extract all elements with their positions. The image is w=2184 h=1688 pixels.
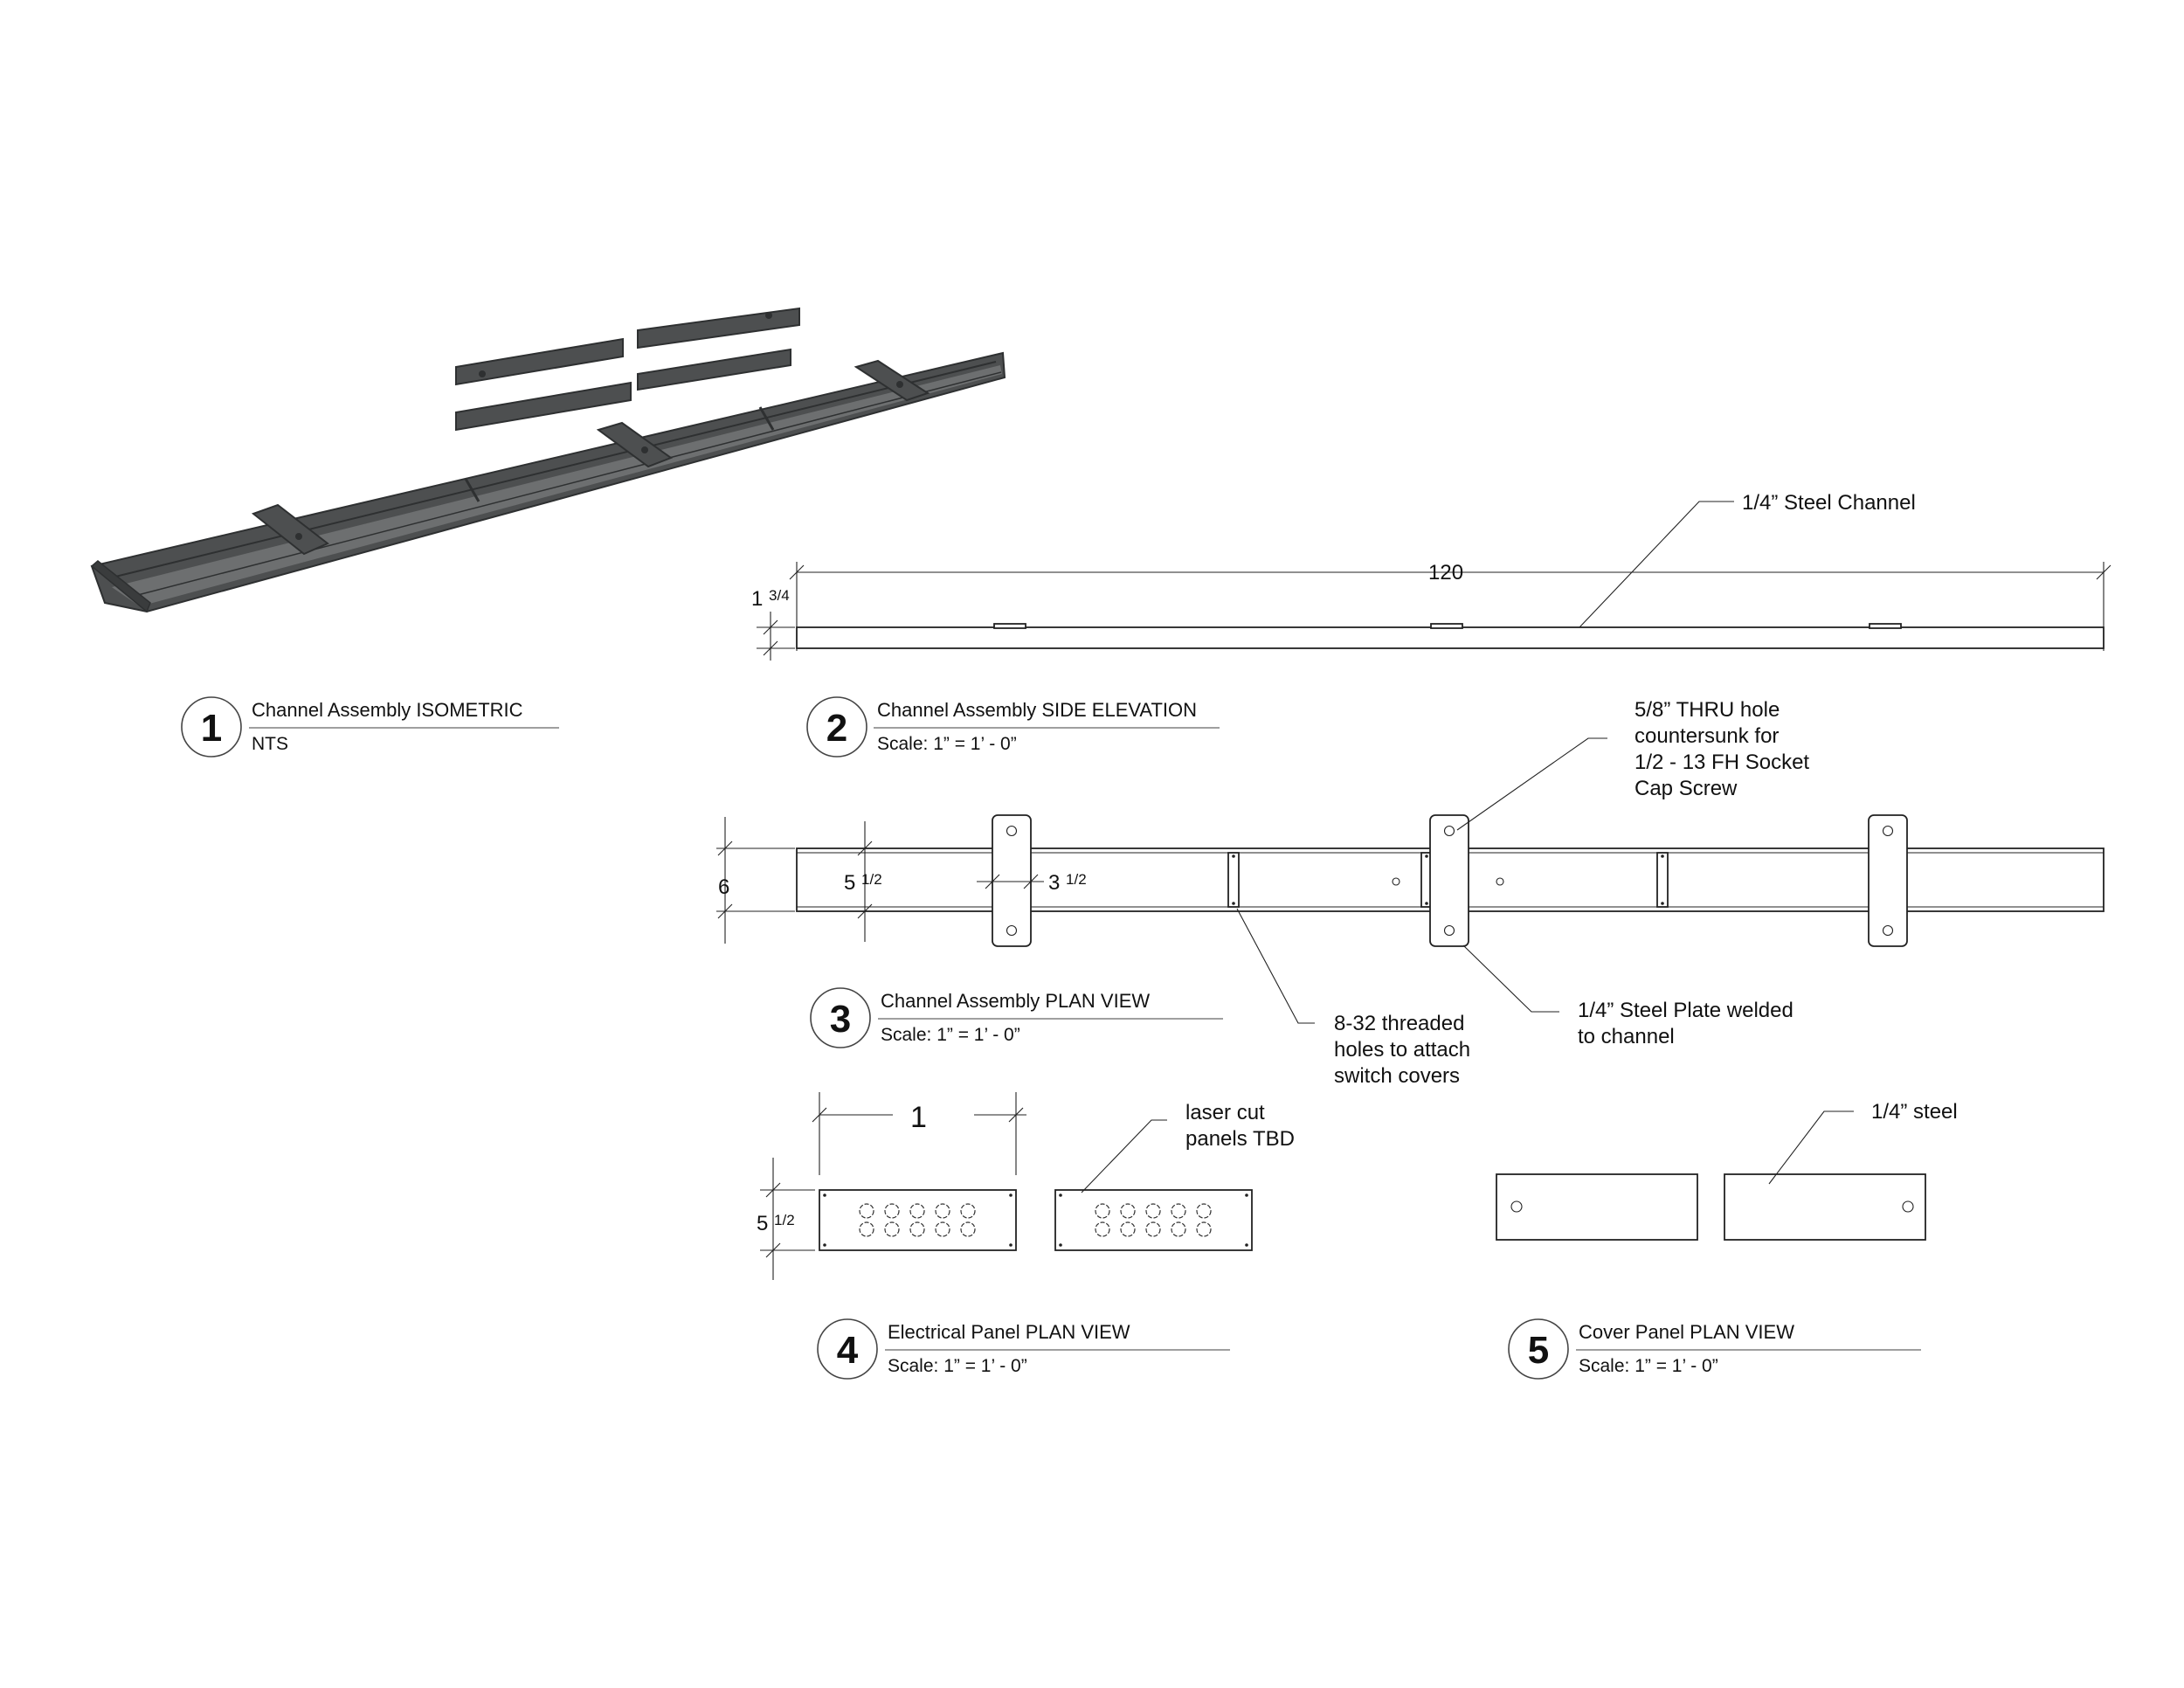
view-title-text-5: Cover Panel PLAN VIEW [1579,1321,1794,1343]
dim-height: 1 3/4 [751,587,790,611]
dim-length: 120 [1428,561,1463,585]
iso-channel-floor [112,365,1002,606]
side-elevation-rail [796,626,2105,649]
cover-panel-1 [1496,1173,1698,1241]
iso-plate-1 [251,503,329,556]
screw-dot [1059,1193,1062,1197]
note-laser-cut-2: panels TBD [1185,1127,1295,1151]
view-title-text-4: Electrical Panel PLAN VIEW [888,1321,1130,1343]
outlet-cutout [884,1203,900,1219]
outlet-cutout [1120,1221,1136,1237]
electrical-panel-1 [819,1189,1017,1251]
iso-panel-bottom-left [455,381,632,432]
screw-dot [1245,1193,1248,1197]
plan-view [716,737,2105,1024]
note-thru-hole-4: Cap Screw [1635,777,1738,800]
note-steel-plate-2: to channel [1578,1025,1675,1048]
view-scale-3: Scale: 1” = 1’ - 0” [881,1025,1020,1045]
outlet-cutout [884,1221,900,1237]
outlet-cutouts-1 [823,1193,1013,1247]
view-number-2: 2 [826,707,847,750]
view-scale-5: Scale: 1” = 1’ - 0” [1579,1356,1718,1376]
iso-plate-3 [854,359,930,402]
note-thru-hole-3: 1/2 - 13 FH Socket [1635,751,1809,774]
screw-dot [1009,1193,1013,1197]
view-number-1: 1 [201,707,222,750]
iso-plate-2 [596,421,674,468]
note-threaded-holes-2: holes to attach [1334,1038,1470,1062]
dim-panel-length: 1 [910,1101,927,1134]
note-thru-hole-1: 5/8” THRU hole [1635,698,1780,722]
electrical-panel-view [760,1092,1253,1280]
outlet-cutout [909,1221,925,1237]
isometric-view [90,307,1006,613]
note-steel-plate-1: 1/4” Steel Plate welded [1578,999,1794,1022]
iso-panel-mid-right [637,348,791,391]
view-scale-1: NTS [252,734,288,754]
outlet-cutout [1095,1203,1110,1219]
outlet-cutout [859,1203,874,1219]
note-thru-hole-2: countersunk for [1635,724,1779,748]
dim-width: 6 [718,875,729,899]
view-title-text-3: Channel Assembly PLAN VIEW [881,990,1150,1012]
dim-panel-height: 5 1/2 [757,1212,795,1235]
view-number-5: 5 [1528,1329,1549,1372]
note-quarter-steel: 1/4” steel [1871,1100,1958,1124]
screw-dot [823,1243,826,1247]
outlet-cutout [909,1203,925,1219]
outlet-cutout [1171,1221,1186,1237]
dimension-labels: 120 1 3/4 6 5 1/2 3 1/2 1 5 1/2 [718,561,1463,1235]
note-steel-channel: 1/4” Steel Channel [1742,491,1916,515]
iso-panel-top-left [455,337,624,386]
screw-dot [1245,1243,1248,1247]
view-title-4: 4 Electrical Panel PLAN VIEW Scale: 1” =… [817,1318,1230,1380]
outlet-cutout [1196,1203,1212,1219]
screw-dot [1059,1243,1062,1247]
outlet-cutout [1171,1203,1186,1219]
plan-plate-2 [1429,814,1469,947]
view-title-1: 1 Channel Assembly ISOMETRIC NTS [181,696,559,758]
screw-dot [1009,1243,1013,1247]
view-number-3: 3 [830,998,851,1041]
outlet-cutout [935,1203,950,1219]
outlet-cutout [1095,1221,1110,1237]
screw-dot [823,1193,826,1197]
dim-gap-b: 3 1/2 [1048,871,1087,895]
iso-panel-top-right [637,307,800,349]
outlet-cutout [960,1221,976,1237]
dim-gap-a: 5 1/2 [844,871,882,895]
note-threaded-holes-3: switch covers [1334,1064,1460,1088]
cover-panel-view [1496,1110,1926,1241]
outlet-cutout [859,1221,874,1237]
view-scale-4: Scale: 1” = 1’ - 0” [888,1356,1027,1376]
note-laser-cut-1: laser cut [1185,1101,1265,1124]
side-elevation-view [757,501,2111,661]
annotation-notes: 1/4” Steel Channel 5/8” THRU hole counte… [1185,491,1958,1151]
view-title-5: 5 Cover Panel PLAN VIEW Scale: 1” = 1’ -… [1508,1318,1921,1380]
outlet-cutouts-2 [1059,1193,1248,1247]
electrical-panel-2 [1054,1189,1253,1251]
view-title-2: 2 Channel Assembly SIDE ELEVATION Scale:… [806,696,1220,758]
outlet-cutout [1196,1221,1212,1237]
view-scale-2: Scale: 1” = 1’ - 0” [877,734,1017,754]
note-threaded-holes-1: 8-32 threaded [1334,1012,1464,1035]
outlet-cutout [1145,1221,1161,1237]
view-number-4: 4 [837,1329,859,1372]
plan-plate-1 [992,814,1032,947]
view-title-text-1: Channel Assembly ISOMETRIC [252,699,523,721]
cover-panel-2 [1724,1173,1926,1241]
view-title-text-2: Channel Assembly SIDE ELEVATION [877,699,1197,721]
outlet-cutout [1120,1203,1136,1219]
outlet-cutout [960,1203,976,1219]
outlet-cutout [1145,1203,1161,1219]
plan-plate-3 [1868,814,1908,947]
outlet-cutout [935,1221,950,1237]
view-title-3: 3 Channel Assembly PLAN VIEW Scale: 1” =… [810,987,1223,1048]
